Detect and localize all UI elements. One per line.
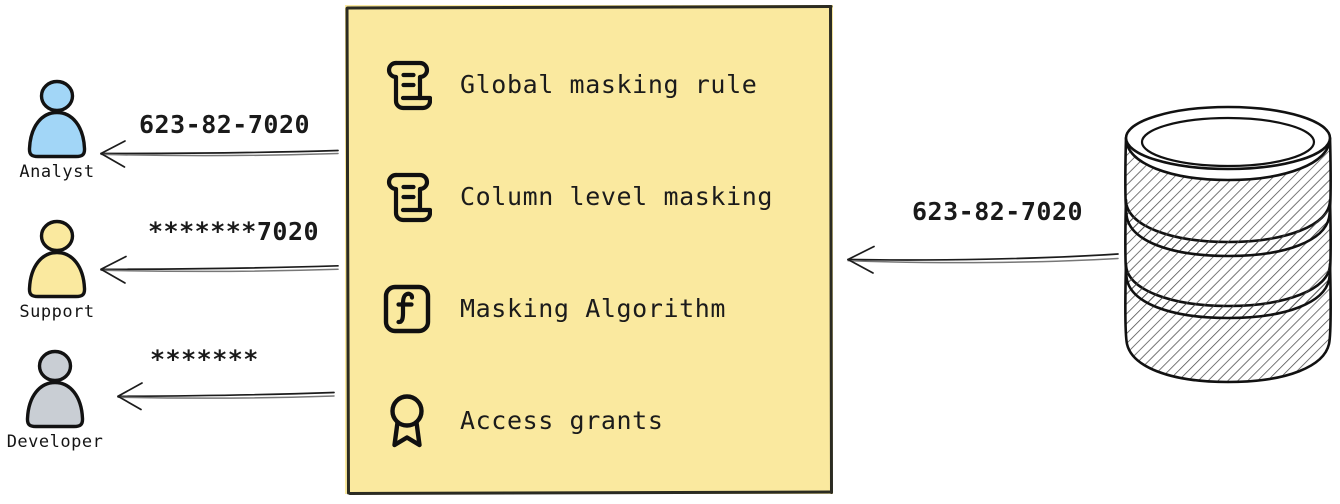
person-icon (27, 79, 87, 159)
actor-developer: Developer (0, 348, 110, 452)
flow-value-source: 623-82-7020 (912, 197, 1084, 226)
arrow-to-analyst (100, 140, 339, 168)
scroll-icon (380, 56, 434, 114)
policy-item-masking-algorithm[interactable]: Masking Algorithm (380, 278, 820, 340)
actor-support: Support (2, 218, 112, 322)
flow-value-analyst: 623-82-7020 (139, 110, 311, 139)
policy-item-list: Global masking rule Column level masking (380, 5, 820, 494)
actor-label: Developer (6, 432, 104, 452)
policy-item-access-grants[interactable]: Access grants (380, 390, 820, 452)
policy-item-label: Access grants (460, 406, 664, 435)
function-icon (380, 280, 434, 338)
policy-item-label: Masking Algorithm (460, 294, 727, 323)
scroll-icon (380, 168, 434, 226)
actor-label: Analyst (19, 162, 95, 182)
policy-box (345, 5, 833, 494)
person-icon (25, 349, 85, 429)
arrow-to-support (100, 255, 339, 284)
database-icon (1118, 104, 1340, 404)
flow-value-support: *******7020 (148, 217, 320, 246)
policy-item-label: Global masking rule (460, 70, 758, 99)
policy-item-column-level-masking[interactable]: Column level masking (380, 166, 820, 228)
flow-value-developer: ******* (150, 345, 259, 374)
award-icon (380, 392, 434, 450)
arrow-to-developer (117, 382, 335, 411)
policy-item-global-masking-rule[interactable]: Global masking rule (380, 54, 820, 116)
policy-item-label: Column level masking (460, 182, 774, 211)
arrow-from-database (847, 245, 1119, 274)
actor-label: Support (19, 302, 95, 322)
actor-analyst: Analyst (2, 78, 112, 182)
person-icon (27, 219, 87, 299)
